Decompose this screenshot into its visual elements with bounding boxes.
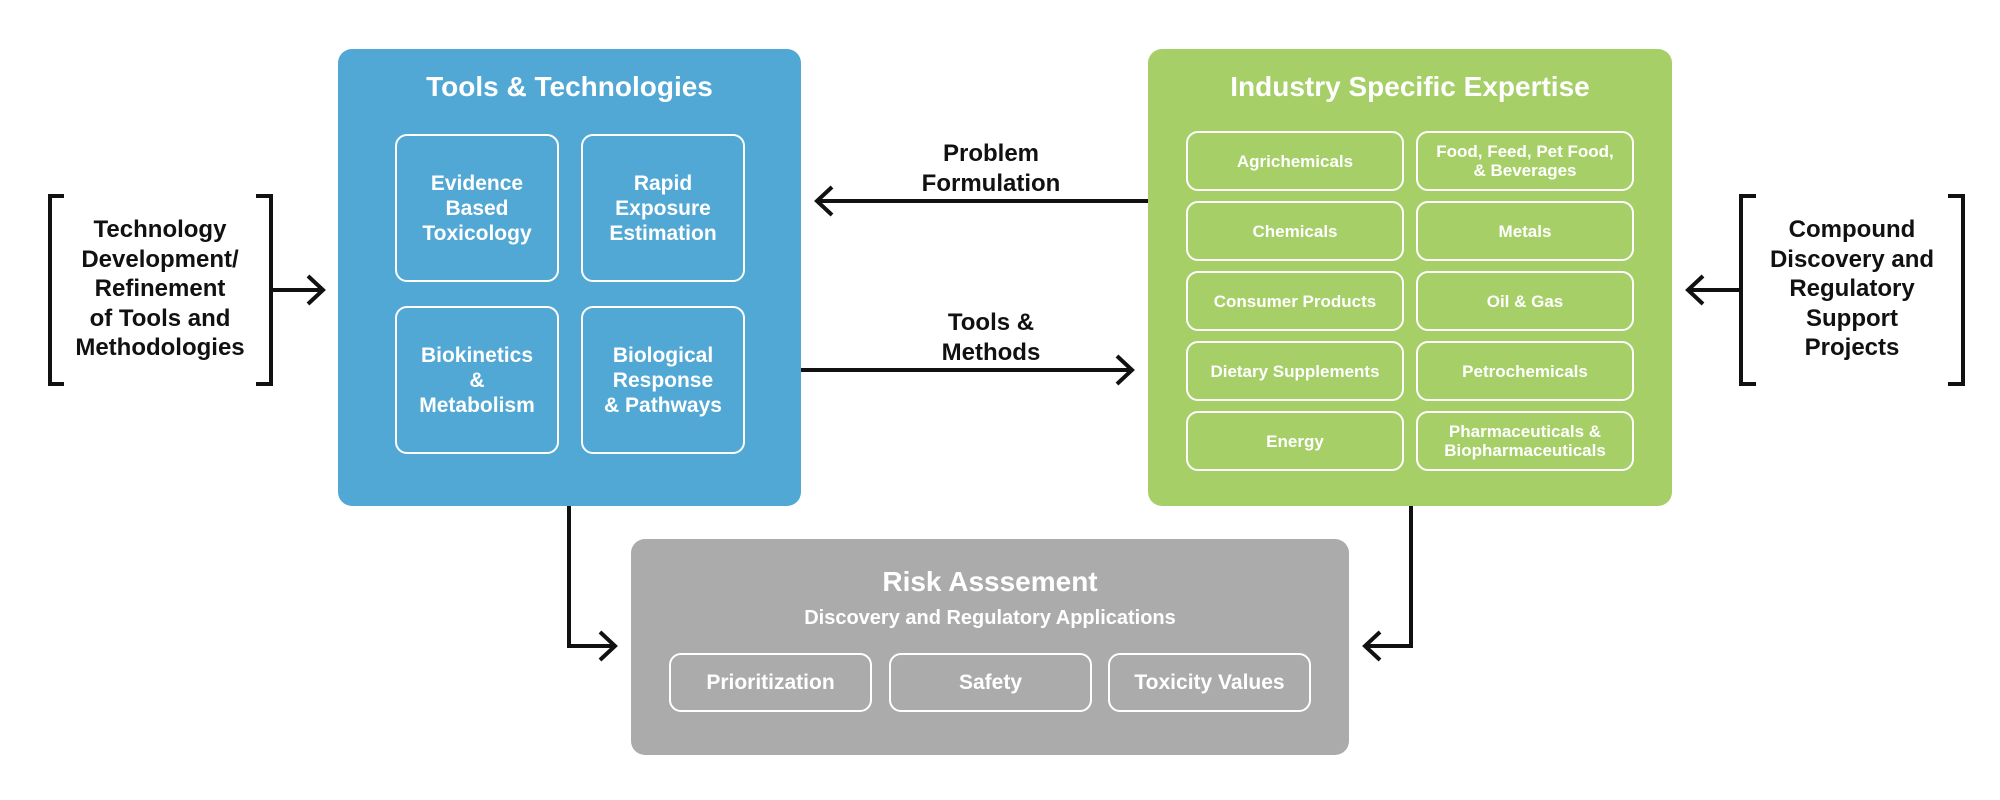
industry-item-food-feed-pet-food-beverages: Food, Feed, Pet Food, & Beverages (1416, 131, 1634, 191)
industry-panel-title: Industry Specific Expertise (1230, 71, 1590, 102)
left-bracket (48, 194, 64, 386)
tools-panel-title: Tools & Technologies (426, 71, 713, 102)
industry-item-petrochemicals: Petrochemicals (1416, 341, 1634, 401)
problem-formulation-label: Problem Formulation (921, 140, 1061, 197)
tools-item-biokinetics-metabolism: Biokinetics & Metabolism (395, 306, 559, 454)
industry-item-energy: Energy (1186, 411, 1404, 471)
left-side-label: Technology Development/ Refinement of To… (75, 216, 245, 361)
risk-item-prioritization: Prioritization (669, 653, 872, 712)
arrow-left-to-tools-head (306, 274, 326, 306)
arrow-right-to-industry-head (1685, 274, 1705, 306)
industry-item-metals: Metals (1416, 201, 1634, 261)
arrow-tools-methods-head (1115, 354, 1135, 386)
tools-item-evidence-based-toxicology: Evidence Based Toxicology (395, 134, 559, 282)
arrow-industry-to-risk-line (1366, 506, 1413, 648)
tools-technologies-panel: Tools & Technologies Evidence Based Toxi… (338, 49, 801, 506)
risk-assessment-panel: Risk Asssement Discovery and Regulatory … (631, 539, 1349, 755)
industry-item-agrichemicals: Agrichemicals (1186, 131, 1404, 191)
risk-item-toxicity-values: Toxicity Values (1108, 653, 1311, 712)
industry-item-chemicals: Chemicals (1186, 201, 1404, 261)
tools-item-rapid-exposure-estimation: Rapid Exposure Estimation (581, 134, 745, 282)
arrow-problem-formulation-head (814, 185, 834, 217)
industry-expertise-panel: Industry Specific Expertise Agrichemical… (1148, 49, 1672, 506)
right-side-label: Compound Discovery and Regulatory Suppor… (1769, 216, 1935, 361)
right-bracket-right (1948, 194, 1965, 386)
tools-methods-label: Tools & Methods (941, 309, 1041, 366)
risk-item-safety: Safety (889, 653, 1092, 712)
tools-item-biological-response-pathways: Biological Response & Pathways (581, 306, 745, 454)
arrow-tools-to-risk-line (567, 506, 614, 648)
arrow-tools-to-risk-head (598, 630, 618, 662)
industry-item-oil-gas: Oil & Gas (1416, 271, 1634, 331)
arrow-industry-to-risk-head (1362, 630, 1382, 662)
risk-panel-title: Risk Asssement (882, 566, 1098, 597)
industry-item-dietary-supplements: Dietary Supplements (1186, 341, 1404, 401)
industry-item-pharmaceuticals-biopharmaceuticals: Pharmaceuticals & Biopharmaceuticals (1416, 411, 1634, 471)
risk-panel-subtitle: Discovery and Regulatory Applications (804, 607, 1176, 629)
industry-item-consumer-products: Consumer Products (1186, 271, 1404, 331)
